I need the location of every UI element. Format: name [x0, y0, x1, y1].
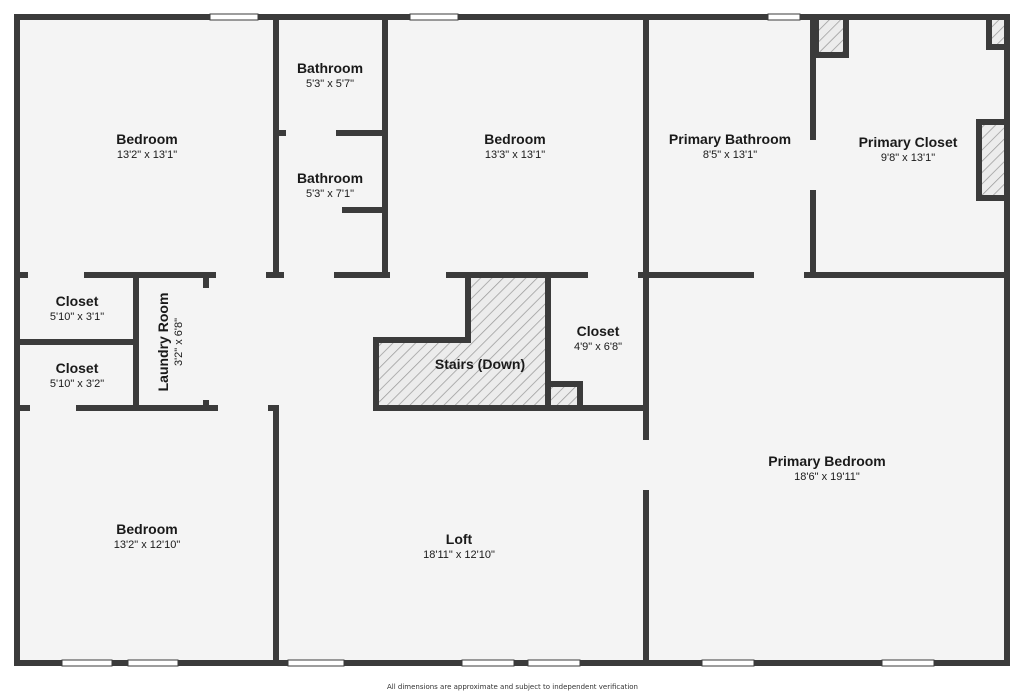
room-dimensions: 18'11" x 12'10" — [423, 549, 495, 561]
chimney-2 — [989, 17, 1007, 47]
room-name: Laundry Room — [155, 292, 171, 392]
room-label-laundry-room: Laundry Room 3'2" x 6'8" — [154, 293, 186, 392]
chimney-1 — [816, 17, 846, 55]
room-label-loft: Loft 18'11" x 12'10" — [423, 530, 495, 562]
door-openings — [28, 130, 816, 490]
room-name: Primary Bathroom — [668, 131, 792, 147]
windows — [61, 13, 935, 667]
room-label-bathroom-1: Bathroom 5'3" x 5'7" — [297, 59, 363, 91]
room-dimensions: 13'2" x 12'10" — [113, 539, 181, 551]
room-dimensions: 5'10" x 3'2" — [49, 378, 105, 390]
room-dimensions: 8'5" x 13'1" — [702, 149, 758, 161]
disclaimer-text: All dimensions are approximate and subje… — [387, 683, 638, 691]
room-dimensions: 5'3" x 5'7" — [305, 78, 355, 90]
room-name: Closet — [55, 360, 99, 376]
room-label-primary-bathroom: Primary Bathroom 8'5" x 13'1" — [669, 130, 791, 162]
room-name: Loft — [445, 531, 473, 547]
room-dimensions: 9'8" x 13'1" — [880, 152, 936, 164]
room-dimensions: 5'10" x 3'1" — [49, 311, 105, 323]
room-label-bedroom-nw: Bedroom 13'2" x 13'1" — [116, 130, 177, 162]
room-name: Bedroom — [484, 131, 546, 147]
room-label-closet-1: Closet 5'10" x 3'1" — [50, 292, 104, 324]
room-dimensions: 4'9" x 6'8" — [573, 341, 623, 353]
room-name: Stairs (Down) — [434, 356, 526, 372]
room-dimensions: 5'3" x 7'1" — [305, 188, 355, 200]
room-name: Primary Bedroom — [768, 453, 886, 469]
room-label-bedroom-sw: Bedroom 13'2" x 12'10" — [114, 520, 180, 552]
room-label-closet-3: Closet 4'9" x 6'8" — [574, 322, 622, 354]
room-name: Bedroom — [116, 521, 178, 537]
room-label-bedroom-n: Bedroom 13'3" x 13'1" — [484, 130, 545, 162]
room-label-closet-2: Closet 5'10" x 3'2" — [50, 359, 104, 391]
room-dimensions: 13'2" x 13'1" — [116, 149, 178, 161]
room-label-bathroom-2: Bathroom 5'3" x 7'1" — [297, 169, 363, 201]
room-label-primary-closet: Primary Closet 9'8" x 13'1" — [859, 133, 958, 165]
room-name: Bathroom — [296, 170, 364, 186]
room-name: Primary Closet — [858, 134, 958, 150]
room-dimensions: 13'3" x 13'1" — [484, 149, 546, 161]
room-label-primary-bedroom: Primary Bedroom 18'6" x 19'11" — [768, 452, 885, 484]
room-name: Bedroom — [116, 131, 178, 147]
room-name: Closet — [55, 293, 99, 309]
room-label-stairs: Stairs (Down) — [435, 355, 525, 373]
room-dimensions: 3'2" x 6'8" — [173, 317, 185, 367]
room-dimensions: 18'6" x 19'11" — [794, 471, 860, 483]
fireplace — [979, 122, 1005, 198]
stair-landing — [550, 386, 580, 408]
room-name: Closet — [576, 323, 620, 339]
room-name: Bathroom — [296, 60, 364, 76]
